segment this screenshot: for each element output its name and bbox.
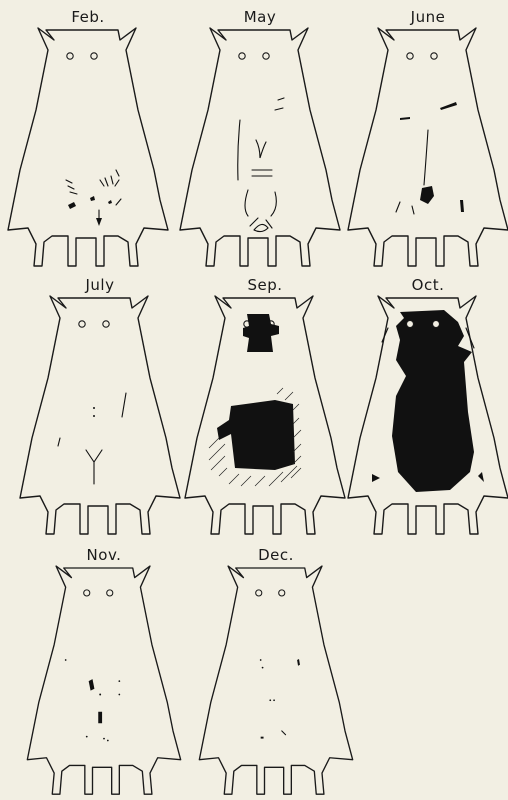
panel-sep: Sep. (185, 276, 345, 536)
hide-outline-july (20, 298, 180, 538)
panel-nov: Nov. (24, 546, 184, 798)
panel-label: July (20, 276, 180, 294)
panel-july: July (20, 276, 180, 536)
hide-outline-sep (185, 298, 345, 538)
panel-label: Nov. (24, 546, 184, 564)
panel-feb: Feb. (8, 8, 168, 268)
lesion-marks (65, 659, 120, 741)
hide-outline-oct (348, 298, 508, 538)
panel-label: June (348, 8, 508, 26)
lesion-marks (238, 98, 284, 232)
lesion-marks (396, 102, 464, 214)
hide-outline-may (180, 30, 340, 270)
lesion-marks (209, 314, 301, 486)
panel-label: Dec. (196, 546, 356, 564)
lesion-marks (66, 170, 121, 226)
lesion-marks (260, 659, 300, 739)
hide-outline-june (348, 30, 508, 270)
panel-dec: Dec. (196, 546, 356, 798)
left-eye (407, 321, 414, 328)
hide-outline-dec (196, 568, 356, 798)
panel-june: June (348, 8, 508, 268)
panel-label: Sep. (185, 276, 345, 294)
panel-oct: Oct. (348, 276, 508, 536)
panel-may: May (180, 8, 340, 268)
right-eye (433, 321, 440, 328)
panel-label: May (180, 8, 340, 26)
lesion-marks (58, 393, 126, 484)
panel-label: Feb. (8, 8, 168, 26)
lesion-marks (372, 310, 484, 492)
hide-outline-feb (8, 30, 168, 270)
hide-outline-nov (24, 568, 184, 798)
panel-label: Oct. (348, 276, 508, 294)
